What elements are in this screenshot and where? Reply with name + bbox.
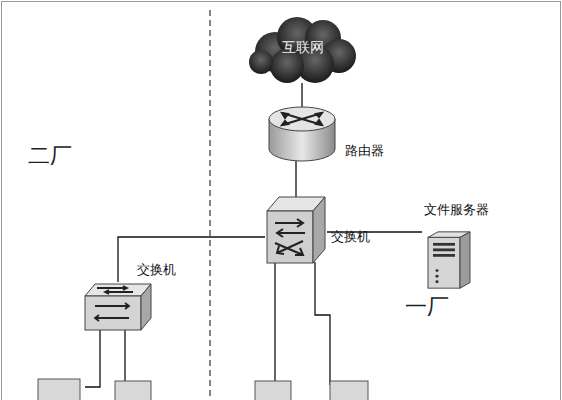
network-node: 互联网 bbox=[245, 12, 360, 87]
switch-symbol bbox=[83, 282, 153, 332]
plant-label: 一厂 bbox=[405, 294, 449, 320]
network-link bbox=[295, 159, 296, 197]
network-node: 路由器 bbox=[268, 105, 336, 163]
network-node: 交换机 bbox=[83, 282, 153, 332]
divider-line bbox=[209, 10, 210, 400]
network-node: 交换机 bbox=[265, 195, 327, 265]
node-label: 文件服务器 bbox=[424, 202, 489, 218]
node-label: 交换机 bbox=[137, 262, 176, 278]
network-node: 文件服务器 bbox=[422, 230, 472, 290]
plant-label: 二厂 bbox=[28, 143, 72, 169]
node-label: 路由器 bbox=[345, 143, 384, 159]
lan-wires bbox=[85, 262, 330, 387]
node-label: 交换机 bbox=[331, 229, 370, 245]
server-symbol bbox=[422, 230, 472, 290]
pc-symbols bbox=[38, 379, 368, 400]
router-symbol bbox=[268, 105, 336, 163]
switch-symbol bbox=[265, 195, 327, 265]
node-label: 互联网 bbox=[245, 39, 360, 55]
network-link bbox=[118, 237, 265, 282]
network-link bbox=[301, 83, 302, 107]
